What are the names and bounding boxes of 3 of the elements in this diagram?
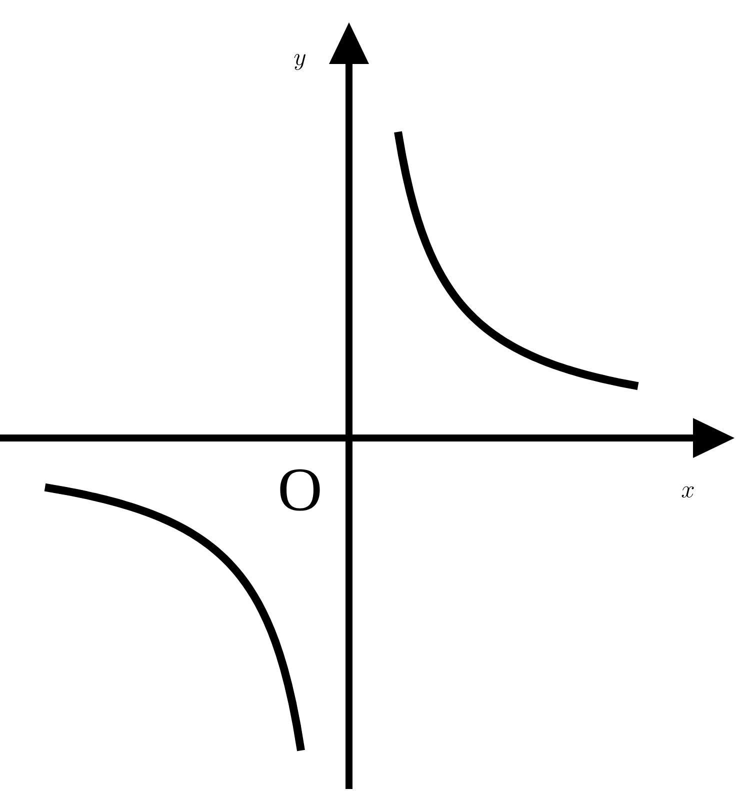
axis-label: $x$ [682, 486, 694, 498]
axis-label: $y$ [294, 54, 306, 70]
origin-label: O [280, 469, 320, 511]
